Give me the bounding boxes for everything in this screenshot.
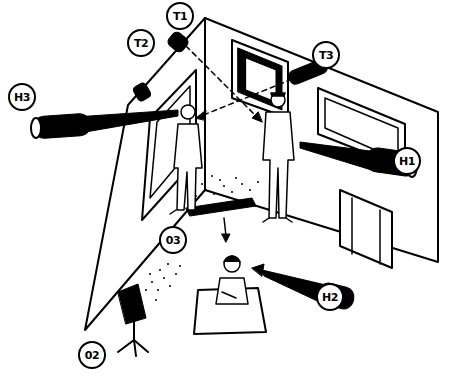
- light-arrow: [196, 110, 206, 120]
- light-arrow: [252, 112, 262, 122]
- standing-figure: [170, 105, 202, 214]
- callout-number: T3: [319, 49, 333, 62]
- callout-circle: H3: [8, 83, 36, 111]
- flat-edge: [379, 210, 381, 264]
- callout-number: H2: [322, 291, 338, 304]
- right-flat: [340, 190, 392, 268]
- callout-circle: 02: [78, 341, 106, 369]
- light-spray: [145, 263, 181, 301]
- back-flat: [205, 18, 438, 262]
- callout-circle: T3: [312, 41, 340, 69]
- callout-circle: H2: [316, 283, 344, 311]
- callout-number: 02: [85, 349, 99, 362]
- callout-circle: T2: [127, 29, 155, 57]
- light-arrow: [252, 264, 264, 276]
- callout-number: T1: [173, 10, 187, 23]
- seated-figure: [216, 256, 248, 304]
- floor-mat: [194, 288, 266, 334]
- flat-edge: [351, 198, 353, 254]
- standing-figure: [263, 93, 294, 222]
- light-spray: [195, 175, 259, 197]
- top-lamp: [166, 30, 190, 54]
- top-lamp: [132, 82, 152, 103]
- callout-number: 03: [166, 234, 180, 247]
- bar-light: [186, 198, 256, 216]
- side-flat: [85, 18, 205, 330]
- back-window: [232, 40, 288, 118]
- callout-circle: T1: [166, 2, 194, 30]
- light-arrow-line: [224, 218, 226, 236]
- tripod: [133, 322, 135, 340]
- light-path: [186, 46, 262, 122]
- callout-circle: H1: [393, 147, 421, 175]
- flood-light: [118, 284, 146, 324]
- light-arrow: [222, 234, 230, 242]
- tripod: [134, 340, 136, 356]
- callout-number: H3: [14, 91, 30, 104]
- callout-number: H1: [399, 155, 415, 168]
- head-lamp: [316, 281, 356, 311]
- tripod: [118, 340, 134, 352]
- callout-number: T2: [134, 37, 148, 50]
- callout-circle: 03: [159, 226, 187, 254]
- lamp-cap: [31, 118, 41, 138]
